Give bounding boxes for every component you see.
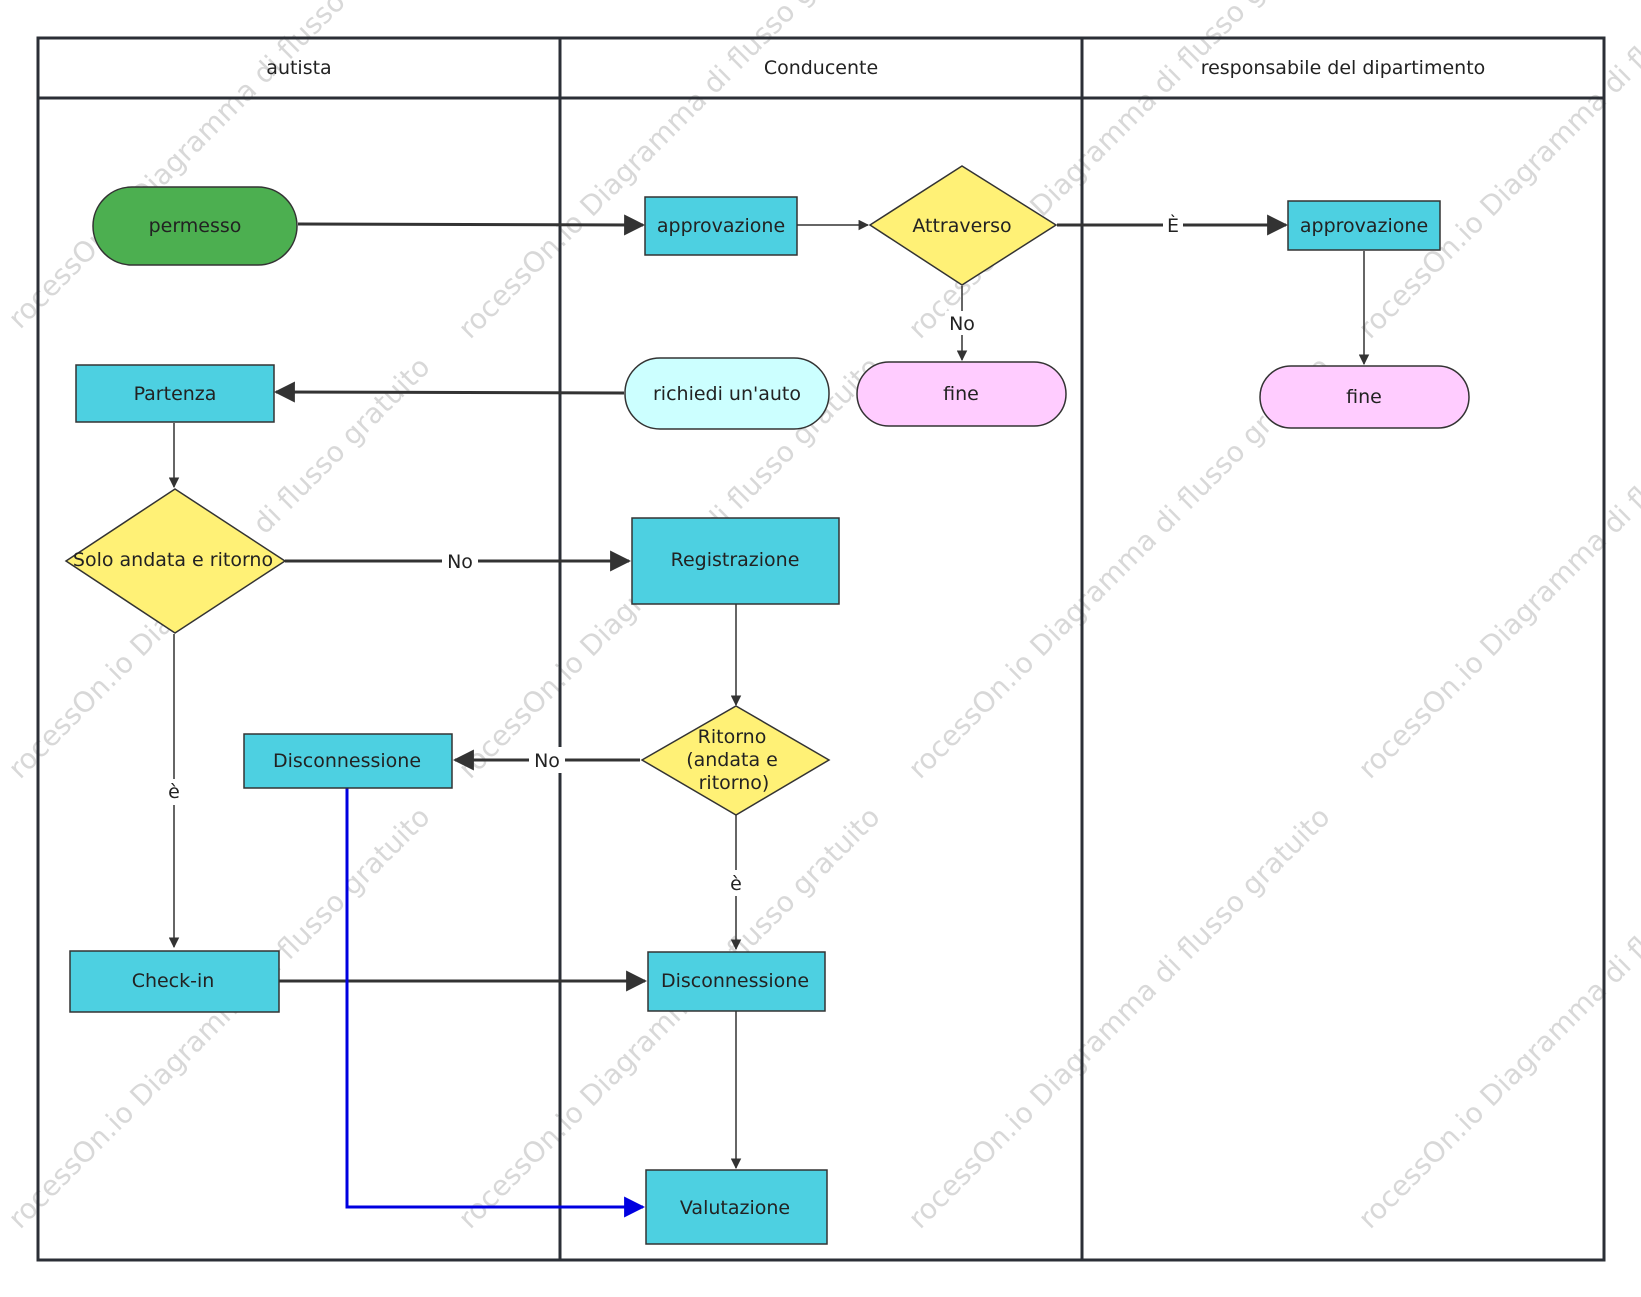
edge-labels: È No No è No è bbox=[164, 212, 1183, 896]
node-solo-andata[interactable]: Solo andata e ritorno bbox=[64, 488, 287, 634]
swimlane-frame bbox=[36, 36, 1606, 1262]
node-checkin[interactable]: Check-in bbox=[69, 950, 280, 1013]
edge-label-ritorno-no: No bbox=[534, 750, 560, 772]
node-disconnessione-1[interactable]: Disconnessione bbox=[243, 733, 453, 789]
node-checkin-label: Check-in bbox=[132, 970, 215, 992]
edge-label-attraverso-yes: È bbox=[1167, 214, 1179, 237]
node-fine-2[interactable]: fine bbox=[1259, 365, 1470, 429]
node-ritorno-label-line1: Ritorno bbox=[698, 726, 767, 748]
node-attraverso-label: Attraverso bbox=[912, 215, 1011, 237]
node-permesso[interactable]: permesso bbox=[92, 186, 298, 266]
watermark-text: rocessOn.io Diagramma di flusso gratuito bbox=[1352, 0, 1641, 345]
edge-label-attraverso-no: No bbox=[949, 313, 975, 335]
node-disconnessione-2-label: Disconnessione bbox=[661, 970, 809, 992]
edge-label-solo-yes: è bbox=[168, 781, 180, 803]
nodes: permesso approvazione Attraverso approva… bbox=[64, 165, 1470, 1245]
lane-title-conducente: Conducente bbox=[764, 57, 878, 79]
node-permesso-label: permesso bbox=[149, 215, 242, 237]
lane-outer-border bbox=[36, 36, 1606, 1262]
node-valutazione-label: Valutazione bbox=[680, 1197, 790, 1219]
node-disconnessione-2[interactable]: Disconnessione bbox=[647, 951, 826, 1012]
edge-disconnessione1-valutazione bbox=[345, 788, 646, 1218]
node-fine-1-label: fine bbox=[943, 383, 979, 405]
node-solo-andata-label: Solo andata e ritorno bbox=[73, 549, 273, 571]
node-fine-2-label: fine bbox=[1346, 386, 1382, 408]
watermark-text: rocessOn.io Diagramma di flusso gratuito bbox=[902, 800, 1337, 1235]
node-ritorno-label-line2: (andata e bbox=[686, 749, 778, 771]
watermark-text: rocessOn.io Diagramma di flusso gratuito bbox=[1352, 800, 1641, 1235]
watermark-text: rocessOn.io Diagramma di flusso gratuito bbox=[452, 0, 887, 345]
edge-label-bg bbox=[726, 870, 746, 896]
node-partenza-label: Partenza bbox=[134, 383, 217, 405]
lane-title-autista: autista bbox=[266, 57, 331, 79]
node-valutazione[interactable]: Valutazione bbox=[645, 1169, 828, 1245]
edge-label-bg bbox=[1163, 212, 1183, 238]
edge-label-bg bbox=[529, 747, 565, 773]
lane-title-responsabile: responsabile del dipartimento bbox=[1201, 57, 1486, 79]
node-registrazione[interactable]: Registrazione bbox=[631, 517, 840, 605]
node-approvazione-2[interactable]: approvazione bbox=[1287, 200, 1441, 251]
edge-label-ritorno-yes: è bbox=[730, 873, 742, 895]
node-richiedi-auto-label: richiedi un'auto bbox=[653, 383, 801, 405]
edges bbox=[168, 214, 1370, 1218]
node-disconnessione-1-label: Disconnessione bbox=[273, 750, 421, 772]
node-fine-1[interactable]: fine bbox=[856, 361, 1067, 427]
watermark-text: rocessOn.io Diagramma di flusso gratuito bbox=[2, 0, 437, 335]
edge-label-bg bbox=[442, 548, 478, 574]
node-attraverso[interactable]: Attraverso bbox=[868, 165, 1058, 286]
node-approvazione-1[interactable]: approvazione bbox=[644, 196, 798, 256]
edge-permesso-approvazione bbox=[297, 214, 646, 236]
edge-label-bg bbox=[945, 311, 981, 335]
edge-label-solo-no: No bbox=[447, 551, 473, 573]
node-approvazione-2-label: approvazione bbox=[1300, 215, 1428, 237]
edge-richiedi-partenza bbox=[273, 381, 625, 403]
edge-label-bg bbox=[164, 779, 184, 805]
node-partenza[interactable]: Partenza bbox=[75, 364, 275, 423]
node-ritorno-label-line3: ritorno) bbox=[699, 772, 770, 794]
node-richiedi-auto[interactable]: richiedi un'auto bbox=[624, 357, 830, 430]
node-ritorno[interactable]: Ritorno (andata e ritorno) bbox=[640, 705, 831, 816]
node-registrazione-label: Registrazione bbox=[671, 549, 800, 571]
node-approvazione-1-label: approvazione bbox=[657, 215, 785, 237]
watermark-text: rocessOn.io Diagramma di flusso gratuito bbox=[2, 800, 437, 1235]
watermark-layer: rocessOn.io Diagramma di flusso gratuito… bbox=[2, 0, 1641, 1235]
